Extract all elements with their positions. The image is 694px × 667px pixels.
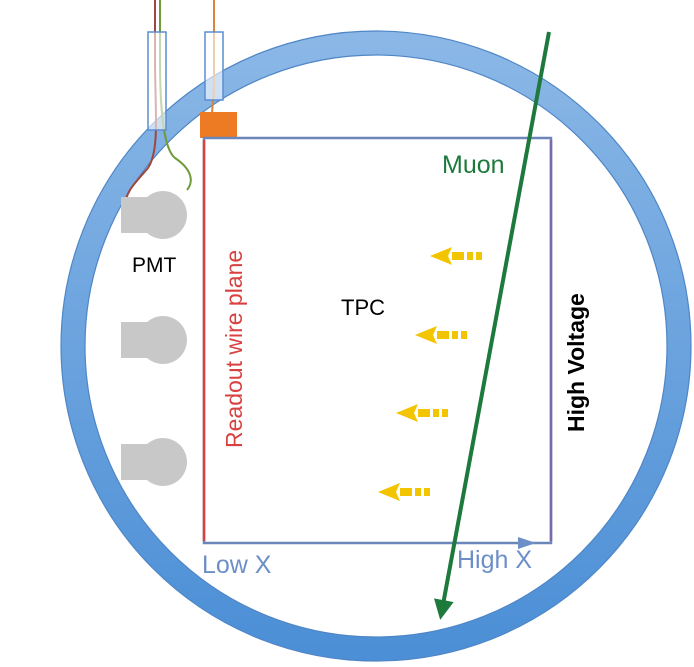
tpc-box [202, 136, 553, 545]
cryostat-ring [61, 31, 691, 661]
pmt-label: PMT [132, 254, 177, 277]
pmt-icon [121, 438, 187, 486]
connector-icon [200, 112, 237, 138]
cryostat-ring-inner-outline [84, 54, 668, 638]
low-x-label: Low X [202, 551, 272, 579]
high-x-label: High X [457, 546, 532, 574]
high-x-arrowhead [518, 537, 536, 549]
high-voltage-label: High Voltage [563, 293, 589, 432]
drift-arrow-icon [430, 247, 482, 265]
drift-arrow-icon [396, 404, 448, 422]
muon-track [433, 31, 551, 620]
pmt-icon [121, 316, 187, 364]
muon-label: Muon [442, 151, 505, 179]
drift-arrow-icon [415, 326, 467, 344]
pmt-icon [121, 191, 187, 239]
tpc-label: TPC [341, 295, 385, 320]
readout-wire-plane-label: Readout wire plane [221, 250, 247, 448]
drift-arrow-icon [378, 483, 430, 501]
cryostat-ring-outline [60, 30, 692, 662]
feedthrough-right [204, 31, 224, 101]
feedthrough-left [147, 31, 167, 131]
